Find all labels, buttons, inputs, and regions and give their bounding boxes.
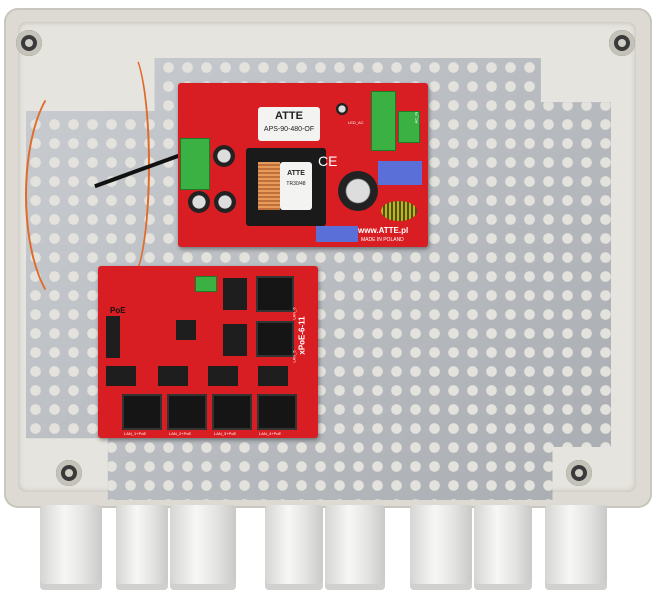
transformer-coil xyxy=(258,162,280,210)
ground-wire xyxy=(25,80,115,310)
psu-brand: ATTE xyxy=(275,110,303,122)
ac-input-terminal xyxy=(398,111,420,143)
transformer-brand: ATTE xyxy=(287,170,305,177)
rj45-port-lan3[interactable] xyxy=(212,394,252,430)
ce-mark: CE xyxy=(318,153,338,169)
poe-model: xPoE-6-11 xyxy=(297,316,307,355)
transformer-chip xyxy=(258,366,288,386)
psu-label: ATTE APS-90-480-OF xyxy=(258,107,320,141)
cable-gland xyxy=(170,505,236,590)
x-capacitor xyxy=(378,161,422,185)
transformer-chip xyxy=(223,278,247,310)
transformer-chip xyxy=(106,366,136,386)
dc-output-terminal xyxy=(180,138,210,190)
transformer-chip xyxy=(223,324,247,356)
led-label: LED_AC xyxy=(348,120,364,125)
capacitor xyxy=(213,145,235,167)
rj45-port-lan4[interactable] xyxy=(257,394,297,430)
controller-chip xyxy=(176,320,196,340)
port-label: LAN_1+PoE xyxy=(124,431,147,436)
cable-gland xyxy=(40,505,102,590)
transformer-chip xyxy=(208,366,238,386)
transformer-label: ATTE TR30/48 xyxy=(280,162,312,210)
port-label: LAN_4+PoE xyxy=(259,431,282,436)
rj45-port-lan5[interactable] xyxy=(256,321,294,357)
port-label: LAN_2+PoE xyxy=(169,431,192,436)
port-label: LAN_3+PoE xyxy=(214,431,237,436)
rj45-port-lan6[interactable] xyxy=(256,276,294,312)
transformer-model: TR30/48 xyxy=(286,181,306,187)
fuse-holder xyxy=(371,91,396,151)
port-label: LAN_5 xyxy=(291,350,297,363)
cable-gland xyxy=(474,505,532,590)
cable-gland xyxy=(116,505,168,590)
rj45-port-lan2[interactable] xyxy=(167,394,207,430)
poe-switch-board: PoE LAN_1+PoE LAN_2+PoE LAN_3+PoE LAN_4+… xyxy=(98,266,318,438)
corner-screw-hole xyxy=(16,30,42,56)
corner-screw-hole xyxy=(566,460,592,486)
website-text: www.ATTE.pl xyxy=(358,226,409,235)
toroid-choke xyxy=(381,201,417,221)
poe-label: PoE xyxy=(110,306,126,315)
cable-gland xyxy=(265,505,323,590)
corner-screw-hole xyxy=(56,460,82,486)
capacitor xyxy=(188,191,210,213)
cable-gland xyxy=(325,505,385,590)
transformer-chip xyxy=(158,366,188,386)
capacitor xyxy=(336,103,348,115)
transformer: ATTE TR30/48 xyxy=(246,148,326,226)
capacitor-blue xyxy=(316,226,358,242)
port-label: LAN_6 xyxy=(291,307,297,320)
capacitor xyxy=(338,171,378,211)
psu-board: ATTE APS-90-480-OF ATTE TR30/48 www.ATTE… xyxy=(178,83,428,247)
dip-switch[interactable] xyxy=(106,316,120,358)
rj45-port-lan1[interactable] xyxy=(122,394,162,430)
power-terminal xyxy=(195,276,217,292)
origin-text: MADE IN POLAND xyxy=(361,237,404,243)
capacitor xyxy=(214,191,236,213)
psu-model: APS-90-480-OF xyxy=(263,126,315,133)
cable-gland xyxy=(410,505,472,590)
cable-gland xyxy=(545,505,607,590)
ac-label: AC_IN xyxy=(413,111,419,124)
corner-screw-hole xyxy=(609,30,635,56)
